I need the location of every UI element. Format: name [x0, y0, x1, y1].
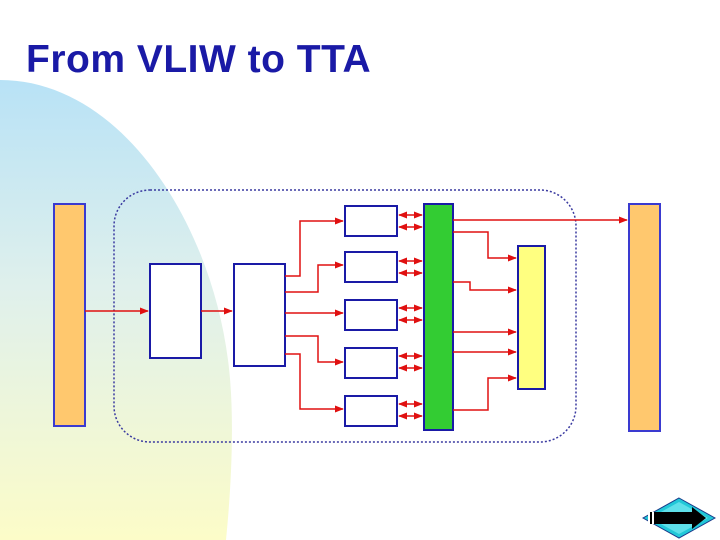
decoder-block: [233, 263, 286, 367]
instruction-register-block: [149, 263, 202, 359]
function-unit-2: [344, 251, 398, 283]
function-units: [344, 205, 398, 427]
interconnect-bus: [423, 203, 454, 431]
output-unit: [517, 245, 546, 390]
control-wires: [285, 217, 344, 413]
function-unit-1: [344, 205, 398, 237]
function-unit-4: [344, 347, 398, 379]
right-register-file: [628, 203, 661, 432]
function-unit-3: [344, 299, 398, 331]
slide-title: From VLIW to TTA: [26, 38, 372, 81]
processor-core-enclosure: [113, 189, 577, 443]
bus-output-wires: [453, 216, 628, 411]
next-arrow-icon[interactable]: [642, 497, 716, 539]
function-unit-5: [344, 395, 398, 427]
fu-bus-connections: [398, 211, 423, 420]
left-register-file: [53, 203, 86, 427]
